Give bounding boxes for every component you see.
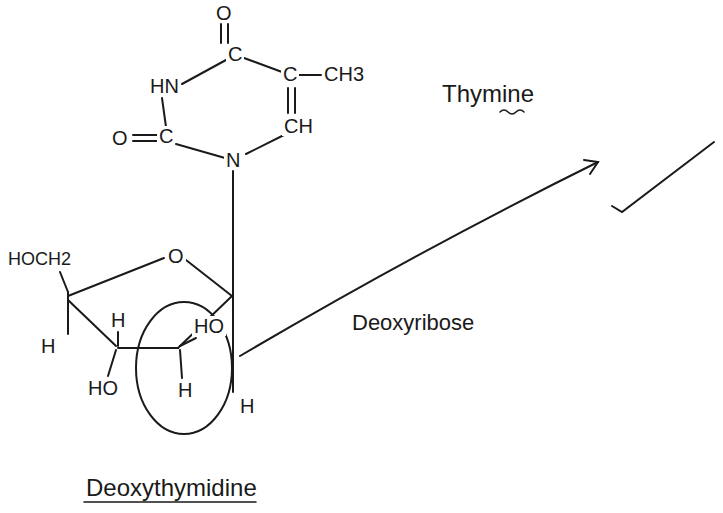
atom-label: HO <box>192 316 226 336</box>
structure-label: CH3 <box>322 64 366 84</box>
structure-label: N <box>224 150 242 170</box>
structure-label: C <box>226 44 244 64</box>
structure-label: C <box>157 126 175 146</box>
sugar-bonds <box>60 258 232 378</box>
caption-underline <box>84 501 256 503</box>
structure-label: HO <box>86 378 120 398</box>
caption: Deoxythymidine <box>84 476 259 500</box>
structure-label: O <box>166 246 186 266</box>
leader-line <box>240 162 598 356</box>
structure-label: O <box>110 128 130 148</box>
check-mark <box>612 142 714 212</box>
structure-label: Deoxyribose <box>350 312 476 334</box>
structure-label: H <box>39 336 57 356</box>
circle-outline-shape <box>136 302 232 434</box>
structure-label: HN <box>148 76 181 96</box>
structure-label: CH <box>282 116 315 136</box>
structure-label: H <box>109 310 127 330</box>
structure-label: HOCH2 <box>6 250 73 268</box>
atom-label: H <box>176 380 194 400</box>
structure-label: O <box>214 3 234 23</box>
structure-label: Thymine <box>440 82 536 106</box>
arrow-head <box>584 160 598 174</box>
structure-label: H <box>238 396 256 416</box>
wavy-underline <box>500 110 524 114</box>
circled-region: HO H <box>134 300 234 436</box>
structure-label: C <box>281 64 299 84</box>
